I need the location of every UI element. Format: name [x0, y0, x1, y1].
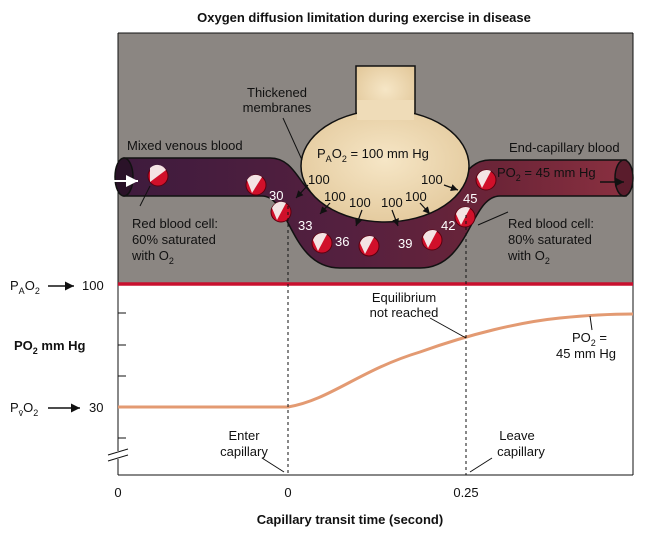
x-axis-label: Capillary transit time (second) — [257, 512, 443, 527]
end-po2-graph-label: PO2 = — [572, 330, 607, 348]
y-axis-label: PO2 mm Hg — [14, 338, 86, 356]
pvo2-tick: 30 — [89, 400, 103, 415]
left-cell-pointer — [139, 185, 151, 207]
pao2-label: PAO2 — [10, 278, 40, 296]
enter-label: capillary — [220, 444, 268, 459]
gradient-value: 100 — [421, 172, 443, 187]
cell-po2-value: 33 — [298, 218, 312, 233]
enter-pointer — [261, 457, 285, 473]
red-blood-cell — [147, 164, 169, 187]
enter-label: Enter — [228, 428, 260, 443]
gradient-value: 100 — [349, 195, 371, 210]
vessel-right-opening — [614, 159, 634, 197]
right-cell-label: with O2 — [507, 248, 550, 266]
gradient-value: 100 — [381, 195, 403, 210]
equilibrium-label: not reached — [370, 305, 439, 320]
end-po2-pointer — [589, 315, 593, 331]
red-blood-cell — [270, 201, 292, 223]
left-cell-label: with O2 — [131, 248, 174, 266]
red-blood-cell — [358, 235, 380, 257]
equilibrium-pointer — [429, 317, 467, 339]
x-tick-label: 0.25 — [453, 485, 478, 500]
end-po2-label: PO2 = 45 mm Hg — [497, 165, 596, 183]
vessel-left-opening — [114, 157, 134, 197]
leave-label: capillary — [497, 444, 545, 459]
thickened-label: Thickened — [247, 85, 307, 100]
left-cell-label: 60% saturated — [132, 232, 216, 247]
diffusion-arrows — [295, 184, 459, 227]
thickened-pointer — [282, 117, 303, 161]
right-cell-label: 80% saturated — [508, 232, 592, 247]
x-tick-label: 0 — [114, 485, 121, 500]
red-blood-cell — [421, 229, 443, 251]
equilibrium-label: Equilibrium — [372, 290, 436, 305]
gradient-value: 100 — [405, 189, 427, 204]
end-po2-graph-label: 45 mm Hg — [556, 346, 616, 361]
right-cell-pointer — [477, 211, 509, 226]
red-blood-cell — [454, 206, 476, 228]
axis-break-icon — [107, 448, 129, 462]
cell-po2-value: 36 — [335, 234, 349, 249]
thickened-label: membranes — [243, 100, 312, 115]
alveolar-pressure-label: PAO2 = 100 mm Hg — [317, 146, 429, 164]
figure-title: Oxygen diffusion limitation during exerc… — [197, 10, 531, 25]
mixed-venous-label: Mixed venous blood — [127, 138, 243, 153]
cell-po2-value: 30 — [269, 188, 283, 203]
red-blood-cell — [245, 174, 267, 196]
left-cell-label: Red blood cell: — [132, 216, 218, 231]
end-capillary-label: End-capillary blood — [509, 140, 620, 155]
red-blood-cell — [311, 232, 333, 254]
gradient-value: 100 — [308, 172, 330, 187]
pao2-tick: 100 — [82, 278, 104, 293]
red-blood-cell — [475, 169, 497, 191]
cell-po2-value: 45 — [463, 191, 477, 206]
pvo2-label: Pv̄O2 — [10, 400, 38, 418]
svg-text:PAO2 = 100 mm Hg: PAO2 = 100 mm Hg — [317, 146, 429, 164]
leave-pointer — [469, 457, 493, 473]
gradient-value: 100 — [324, 189, 346, 204]
cell-po2-value: 39 — [398, 236, 412, 251]
right-cell-label: Red blood cell: — [508, 216, 594, 231]
leave-label: Leave — [499, 428, 534, 443]
cell-po2-value: 42 — [441, 218, 455, 233]
x-tick-label: 0 — [284, 485, 291, 500]
